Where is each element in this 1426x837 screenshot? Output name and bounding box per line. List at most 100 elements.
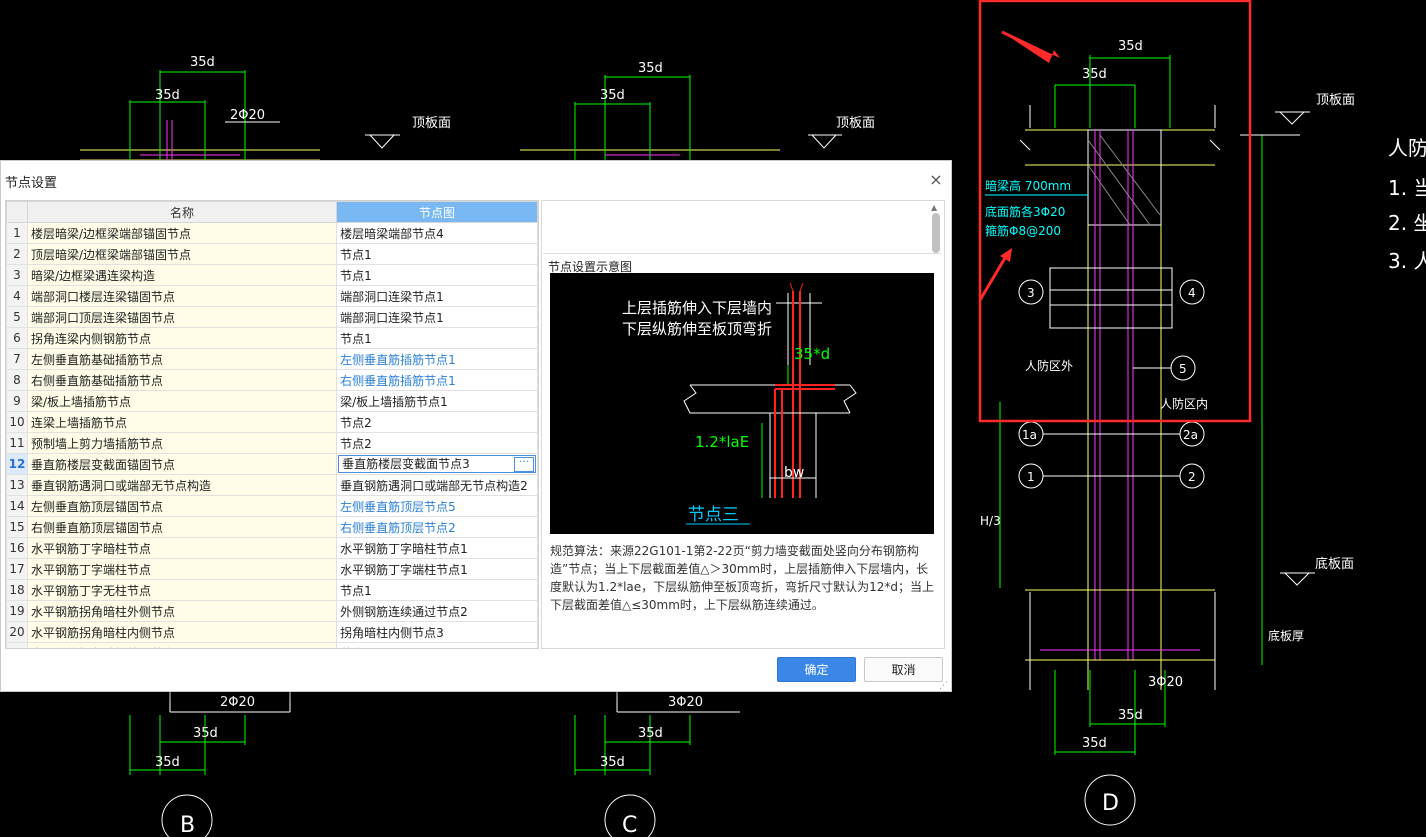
cad-note-2: 2. 坐 <box>1388 211 1426 235</box>
cad-callout-5: 5 <box>1179 362 1187 376</box>
cad-note-3: 3. 人 <box>1388 249 1426 273</box>
row-index: 10 <box>6 411 28 433</box>
row-name[interactable]: 水平钢筋丁字端柱节点 <box>26 558 338 580</box>
row-index: 1 <box>6 222 28 244</box>
row-index: 12 <box>6 453 28 475</box>
row-name[interactable]: 顶层暗梁/边框梁端部锚固节点 <box>26 243 338 265</box>
row-name[interactable]: 连梁上墙插筋节点 <box>26 411 338 433</box>
row-name[interactable]: 垂直筋楼层变截面锚固节点 <box>26 453 338 475</box>
row-name[interactable]: 端部洞口顶层连梁锚固节点 <box>26 306 338 328</box>
cad-axis-b: B <box>180 813 195 837</box>
row-index: 6 <box>6 327 28 349</box>
row-node-value[interactable]: 垂直筋楼层变截面节点3 ··· <box>336 453 538 475</box>
row-node-value[interactable]: 右侧垂直筋插筋节点1 <box>336 369 538 391</box>
node-edit-text: 垂直筋楼层变截面节点3 <box>342 457 470 471</box>
cad-label-rebar: 3Φ20 <box>1148 675 1183 690</box>
row-node-value[interactable]: 拐角暗柱内侧节点3 <box>336 621 538 643</box>
row-node-value[interactable]: 楼层暗梁端部节点4 <box>336 222 538 244</box>
node-edit-field[interactable]: 垂直筋楼层变截面节点3 ··· <box>338 455 536 473</box>
cad-label-rebar: 2Φ20 <box>220 695 255 710</box>
cad-label-35d: 35d <box>193 726 218 741</box>
row-name[interactable]: 左侧垂直筋顶层锚固节点 <box>26 495 338 517</box>
row-node-value[interactable]: 水平钢筋丁字暗柱节点1 <box>336 537 538 559</box>
row-name[interactable]: 水平钢筋丁字无柱节点 <box>26 579 338 601</box>
scrollbar-thumb[interactable] <box>932 213 940 253</box>
row-index: 4 <box>6 285 28 307</box>
cad-label-bottom-slab: 底板面 <box>1315 556 1354 572</box>
row-node-value[interactable]: 左侧垂直筋顶层节点5 <box>336 495 538 517</box>
cad-detail-c-top: 35d 35d 顶板面 <box>520 61 875 160</box>
row-name[interactable]: 水平钢筋拐角暗柱外侧节点 <box>26 600 338 622</box>
row-name[interactable]: 预制墙上剪力墙插筋节点 <box>26 432 338 454</box>
table-header: 名称 节点图 <box>6 201 538 223</box>
row-node-value[interactable]: 节点1 <box>336 579 538 601</box>
row-name[interactable]: 拐角连梁内侧钢筋节点 <box>26 327 338 349</box>
row-name[interactable]: 暗梁/边框梁遇连梁构造 <box>26 264 338 286</box>
row-name[interactable]: 左侧垂直筋基础插筋节点 <box>26 348 338 370</box>
row-name[interactable]: 垂直钢筋遇洞口或端部无节点构造 <box>26 474 338 496</box>
scroll-up-icon[interactable]: ▲ <box>931 203 938 212</box>
row-node-value[interactable]: 左侧垂直筋插筋节点1 <box>336 348 538 370</box>
row-node-value[interactable]: 节点1 <box>336 264 538 286</box>
row-name[interactable]: 水平钢筋拐角端柱外侧节点 <box>26 642 338 648</box>
row-node-value[interactable]: 端部洞口连梁节点1 <box>336 285 538 307</box>
row-node-value[interactable]: 右侧垂直筋顶层节点2 <box>336 516 538 538</box>
resize-grip-icon[interactable]: ⋰ <box>939 681 948 691</box>
row-node-value[interactable]: 外侧钢筋连续通过节点2 <box>336 600 538 622</box>
table-row[interactable]: 21水平钢筋拐角端柱外侧节点节点2 <box>6 642 538 648</box>
row-name[interactable]: 梁/板上墙插筋节点 <box>26 390 338 412</box>
row-node-value[interactable]: 节点2 <box>336 642 538 648</box>
row-name[interactable]: 水平钢筋拐角暗柱内侧节点 <box>26 621 338 643</box>
cad-label-rebar: 3Φ20 <box>668 695 703 710</box>
header-name[interactable]: 名称 <box>26 201 338 223</box>
row-node-value[interactable]: 端部洞口连梁节点1 <box>336 306 538 328</box>
close-icon[interactable]: × <box>929 170 943 189</box>
row-index: 13 <box>6 474 28 496</box>
row-index: 8 <box>6 369 28 391</box>
row-node-value[interactable]: 节点2 <box>336 432 538 454</box>
more-options-button[interactable]: ··· <box>514 456 534 472</box>
row-index: 18 <box>6 579 28 601</box>
row-name[interactable]: 右侧垂直筋顶层锚固节点 <box>26 516 338 538</box>
row-node-value[interactable]: 节点1 <box>336 243 538 265</box>
row-node-value[interactable]: 垂直钢筋遇洞口或端部无节点构造2 <box>336 474 538 496</box>
cad-label-35d: 35d <box>600 88 625 103</box>
row-name[interactable]: 楼层暗梁/边框梁端部锚固节点 <box>26 222 338 244</box>
cad-label-35d: 35d <box>638 61 663 76</box>
row-node-value[interactable]: 节点2 <box>336 411 538 433</box>
cad-label-35d: 35d <box>1082 736 1107 751</box>
cad-label-stirrup: 箍筋Φ8@200 <box>985 223 1061 238</box>
cancel-button[interactable]: 取消 <box>864 657 943 682</box>
row-name[interactable]: 右侧垂直筋基础插筋节点 <box>26 369 338 391</box>
row-node-value[interactable]: 水平钢筋丁字端柱节点1 <box>336 558 538 580</box>
row-node-value[interactable]: 梁/板上墙插筋节点1 <box>336 390 538 412</box>
cad-callout-1: 1 <box>1027 470 1035 484</box>
row-name[interactable]: 水平钢筋丁字暗柱节点 <box>26 537 338 559</box>
ok-button[interactable]: 确定 <box>777 657 856 682</box>
header-node[interactable]: 节点图 <box>336 201 538 223</box>
row-node-value[interactable]: 节点1 <box>336 327 538 349</box>
row-name[interactable]: 端部洞口楼层连梁锚固节点 <box>26 285 338 307</box>
